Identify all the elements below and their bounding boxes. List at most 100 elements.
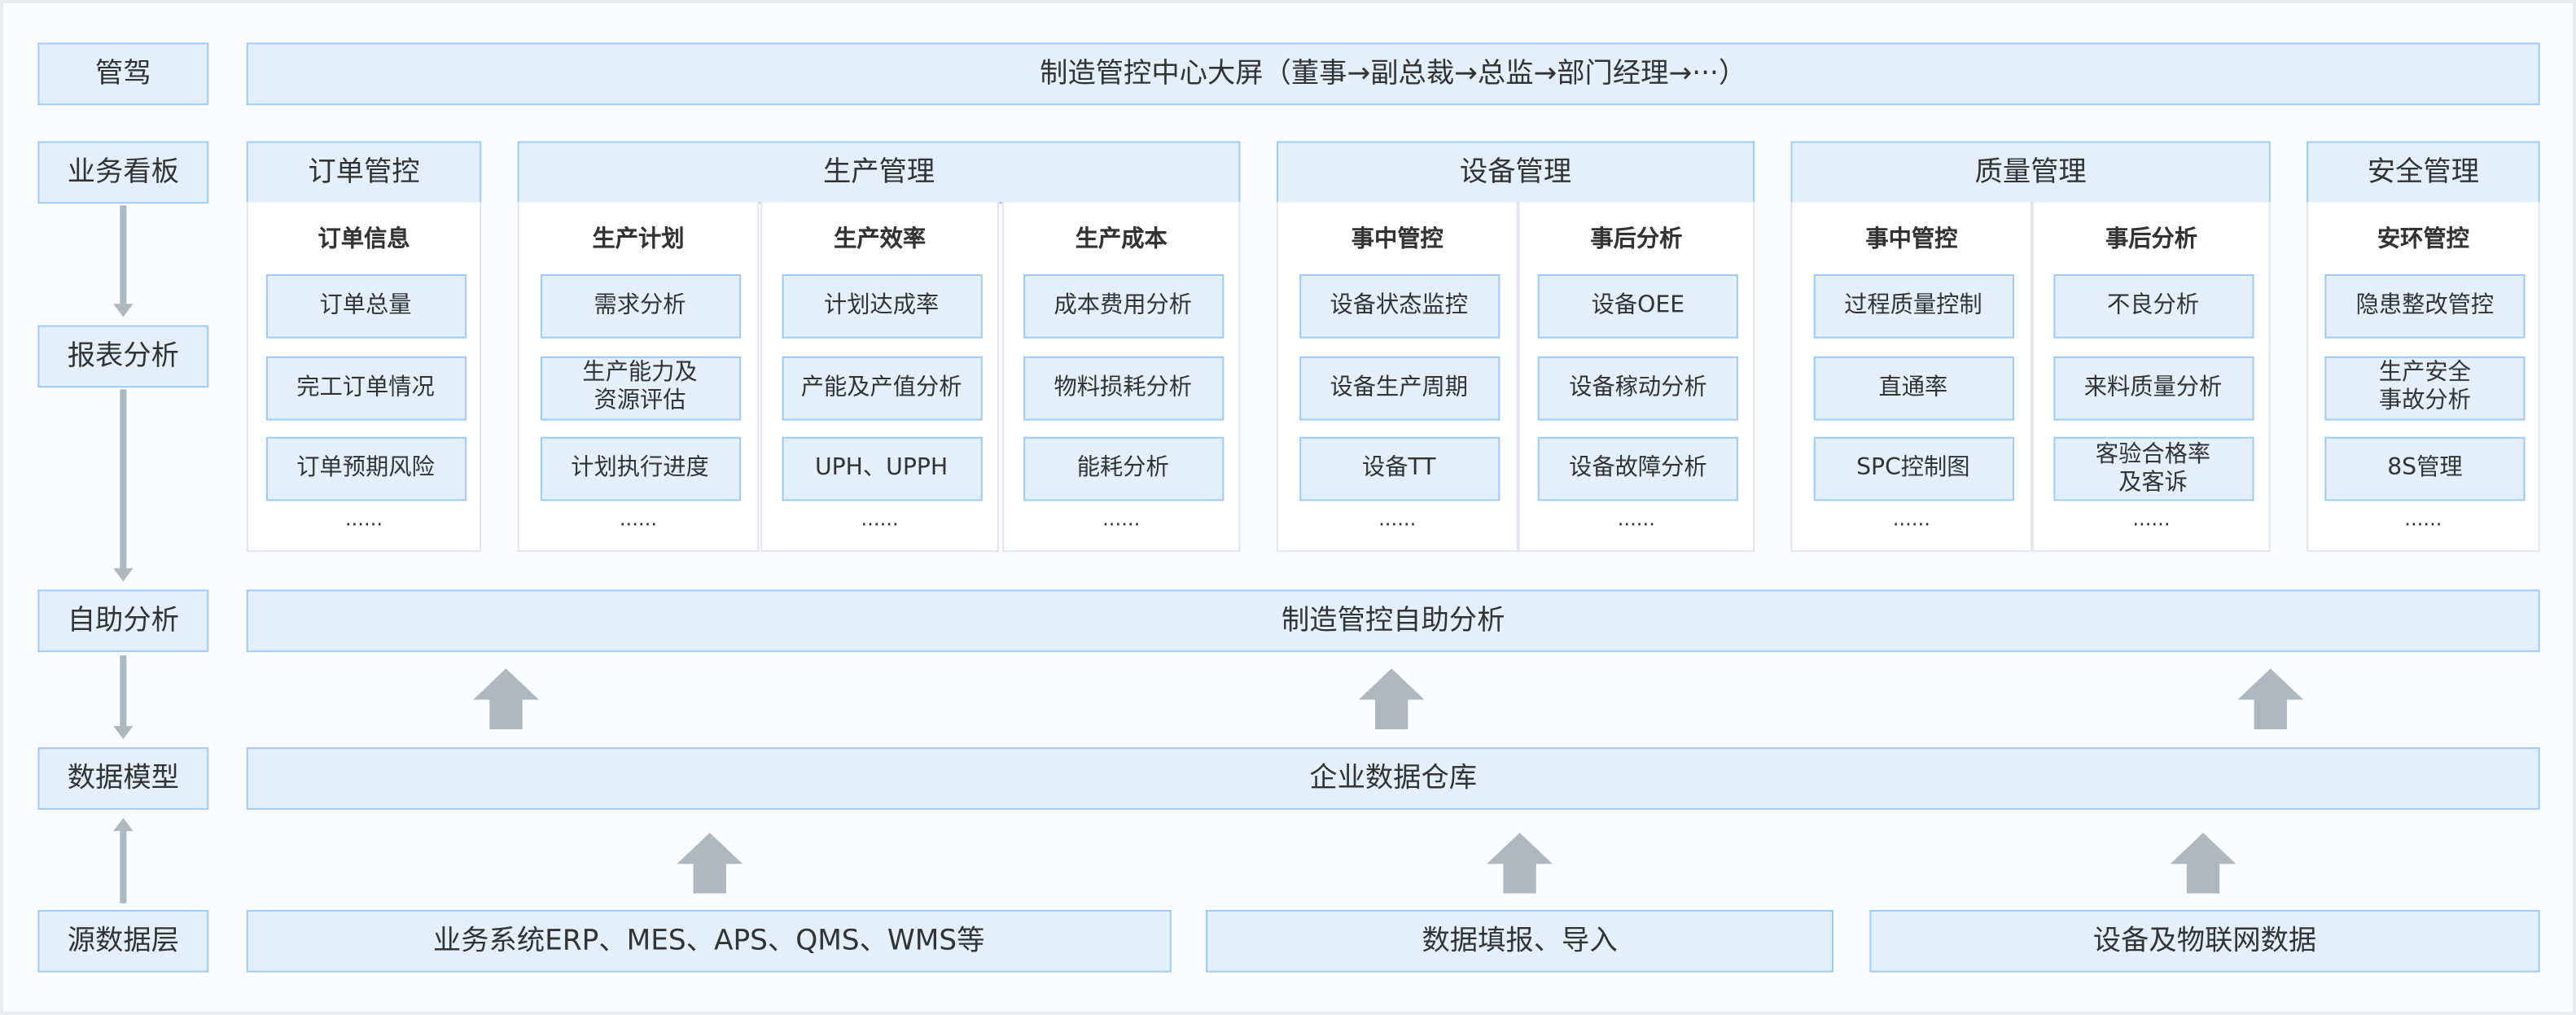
down-arrow-icon [113,655,134,740]
section-header-label: 质量管理 [1974,155,2087,189]
metric-item: 客验合格率 及客诉 [2052,436,2254,501]
metric-item: 需求分析 [539,273,741,339]
metric-item: 物料损耗分析 [1023,355,1224,420]
more-ellipsis: ...... [619,507,658,531]
up-arrow-icon [473,668,539,729]
section-column: 事中管控设备状态监控设备生产周期设备TT...... [1276,202,1518,553]
metric-item: 隐患整改管控 [2324,273,2526,339]
layer-label-label: 源数据层 [67,924,179,958]
column-title: 订单信息 [318,226,410,253]
metric-item-label: 过程质量控制 [1844,292,1982,319]
section-header-label: 设备管理 [1459,155,1572,189]
column-title: 事中管控 [1865,226,1958,253]
data-warehouse-bar-label: 企业数据仓库 [1309,761,1478,795]
section-header-label: 订单管控 [308,155,420,189]
metric-item: 完工订单情况 [265,355,467,420]
metric-item-label: 设备TT [1361,455,1436,482]
metric-item-label: 需求分析 [594,292,686,319]
layer-label: 管驾 [37,42,209,106]
layer-label-label: 管驾 [95,57,151,90]
metric-item-label: 生产能力及 资源评估 [582,360,698,414]
metric-item: 设备稼动分析 [1537,355,1738,420]
metric-item: 成本费用分析 [1023,273,1224,339]
column-title: 生产计划 [592,226,685,253]
more-ellipsis: ...... [2132,507,2171,531]
layer-label-label: 数据模型 [67,761,179,795]
layer-label-label: 报表分析 [67,339,179,373]
metric-item-label: 完工订单情况 [296,374,435,400]
metric-item: 设备故障分析 [1537,436,1738,501]
section-column: 生产成本成本费用分析物料损耗分析能耗分析...... [1001,202,1241,553]
source-box-label: 业务系统ERP、MES、APS、QMS、WMS等 [432,924,985,958]
metric-item-label: 客验合格率 及客诉 [2095,441,2211,496]
metric-item-label: 设备稼动分析 [1569,374,1707,400]
metric-item: 产能及产值分析 [781,355,982,420]
section-header: 订单管控 [246,141,482,204]
up-arrow-icon [2170,833,2236,894]
self-service-bar: 制造管控自助分析 [246,589,2540,653]
metric-item: 设备状态监控 [1299,273,1500,339]
metric-item: 过程质量控制 [1812,273,2013,339]
metric-item: UPH、UPPH [781,436,982,501]
metric-item-label: 产能及产值分析 [800,374,962,400]
metric-item: 来料质量分析 [2052,355,2254,420]
metric-item-label: 订单预期风险 [296,455,435,482]
section-column: 事后分析不良分析来料质量分析客验合格率 及客诉...... [2032,202,2271,553]
metric-item: 能耗分析 [1023,436,1224,501]
self-service-bar-label: 制造管控自助分析 [1281,604,1505,637]
column-title: 事后分析 [2105,226,2197,253]
layer-label: 数据模型 [37,747,209,810]
metric-item-label: 设备OEE [1591,292,1685,319]
column-title: 安环管控 [2377,226,2469,253]
metric-item-label: 不良分析 [2106,292,2199,319]
section-column: 生产计划需求分析生产能力及 资源评估计划执行进度...... [517,202,760,553]
section-header: 设备管理 [1276,141,1755,204]
metric-item-label: 来料质量分析 [2083,374,2223,400]
metric-item: 计划达成率 [781,273,982,339]
down-arrow-icon [113,389,134,582]
up-arrow-icon [113,817,134,903]
source-box-label: 设备及物联网数据 [2092,924,2317,958]
metric-item: 不良分析 [2052,273,2254,339]
up-arrow-icon [2237,668,2304,729]
section-header-label: 安全管理 [2367,155,2480,189]
metric-item: 设备OEE [1537,273,1738,339]
top-banner: 制造管控中心大屏（董事→副总裁→总监→部门经理→···） [246,42,2540,106]
metric-item-label: 设备生产周期 [1330,374,1468,400]
metric-item-label: 直通率 [1878,374,1948,400]
down-arrow-icon [113,205,134,317]
more-ellipsis: ...... [1378,507,1417,531]
metric-item-label: 物料损耗分析 [1054,374,1192,400]
column-title: 生产成本 [1075,226,1168,253]
section-header: 质量管理 [1790,141,2271,204]
source-box-label: 数据填报、导入 [1422,924,1618,958]
metric-item: 8S管理 [2324,436,2526,501]
layer-label: 报表分析 [37,325,209,388]
metric-item: 设备生产周期 [1299,355,1500,420]
metric-item-label: 能耗分析 [1076,455,1169,482]
metric-item: 订单预期风险 [265,436,467,501]
metric-item-label: 隐患整改管控 [2355,292,2495,319]
top-banner-label: 制造管控中心大屏（董事→副总裁→总监→部门经理→···） [1040,57,1747,90]
more-ellipsis: ...... [1617,507,1655,531]
up-arrow-icon [1487,833,1553,894]
source-box: 设备及物联网数据 [1869,909,2540,973]
metric-item-label: 成本费用分析 [1054,292,1192,319]
section-header: 安全管理 [2307,141,2540,204]
metric-item: 计划执行进度 [539,436,741,501]
metric-item-label: 计划执行进度 [571,455,709,482]
more-ellipsis: ...... [861,507,899,531]
column-title: 事后分析 [1590,226,1683,253]
layer-label: 业务看板 [37,141,209,204]
up-arrow-icon [677,833,743,894]
more-ellipsis: ...... [344,507,383,531]
data-warehouse-bar: 企业数据仓库 [246,747,2540,810]
column-title: 事中管控 [1351,226,1444,253]
metric-item-label: 计划达成率 [823,292,940,319]
layer-label-label: 自助分析 [67,604,179,637]
metric-item-label: 订单总量 [319,292,412,319]
